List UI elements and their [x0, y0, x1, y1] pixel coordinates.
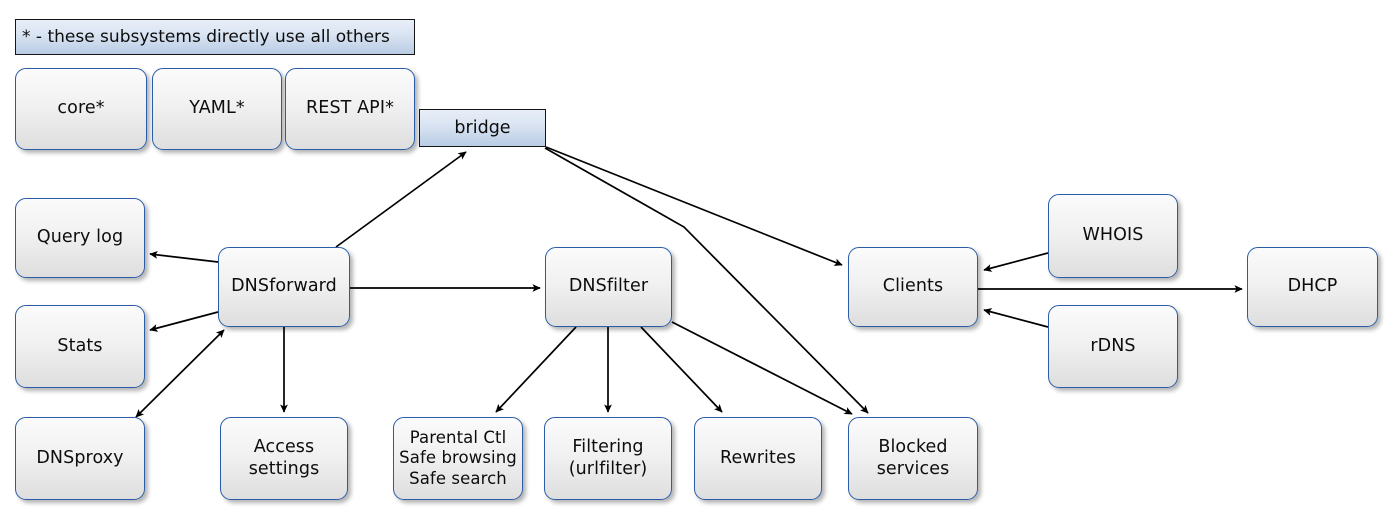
- node-bridge[interactable]: bridge: [419, 109, 546, 147]
- node-dnsforward-label: DNSforward: [231, 276, 337, 297]
- node-rest-api[interactable]: REST API*: [285, 68, 415, 150]
- node-rewrites[interactable]: Rewrites: [694, 417, 822, 500]
- legend-text: * - these subsystems directly use all ot…: [22, 27, 390, 47]
- node-dnsfilter[interactable]: DNSfilter: [545, 247, 672, 327]
- node-blocked-services[interactable]: Blocked services: [848, 417, 978, 500]
- node-core-label: core*: [57, 98, 105, 119]
- edge-dnsforward-to-querylog: [149, 251, 219, 263]
- node-filtering-label: Filtering (urlfilter): [568, 437, 648, 479]
- node-access-settings-label: Access settings: [248, 437, 320, 479]
- node-stats[interactable]: Stats: [15, 305, 145, 388]
- edge-dnsforward-to-dnsproxy: [135, 329, 225, 418]
- node-filtering[interactable]: Filtering (urlfilter): [544, 417, 672, 500]
- node-rest-api-label: REST API*: [306, 98, 394, 119]
- node-rdns-label: rDNS: [1090, 335, 1136, 356]
- node-core[interactable]: core*: [15, 68, 147, 150]
- edge-bridge-to-blocked: [544, 147, 869, 414]
- edge-dnsfilter-to-parental: [495, 326, 577, 413]
- node-rdns[interactable]: rDNS: [1048, 305, 1178, 388]
- node-dhcp[interactable]: DHCP: [1247, 247, 1378, 327]
- node-bridge-label: bridge: [454, 118, 511, 138]
- node-whois-label: WHOIS: [1082, 225, 1144, 246]
- node-query-log[interactable]: Query log: [15, 198, 145, 278]
- node-blocked-services-label: Blocked services: [876, 437, 950, 479]
- edge-bridge-to-clients: [545, 146, 843, 266]
- node-clients-label: Clients: [882, 276, 944, 297]
- edge-dnsfilter-to-blocked: [671, 321, 853, 415]
- node-yaml-label: YAML*: [189, 98, 245, 119]
- edge-dnsforward-to-stats: [149, 311, 219, 332]
- edge-dnsforward-to-bridge: [335, 151, 467, 248]
- edge-whois-to-clients: [983, 252, 1049, 272]
- node-dhcp-label: DHCP: [1287, 276, 1338, 297]
- node-rewrites-label: Rewrites: [719, 447, 797, 468]
- node-dnsproxy[interactable]: DNSproxy: [15, 417, 145, 500]
- node-clients[interactable]: Clients: [848, 247, 978, 327]
- legend-box: * - these subsystems directly use all ot…: [15, 19, 415, 55]
- node-access-settings[interactable]: Access settings: [220, 417, 348, 500]
- node-yaml[interactable]: YAML*: [152, 68, 282, 150]
- node-parental-control[interactable]: Parental Ctl Safe browsing Safe search: [393, 417, 523, 500]
- node-stats-label: Stats: [57, 335, 103, 356]
- node-parental-control-label: Parental Ctl Safe browsing Safe search: [399, 428, 517, 488]
- node-dnsforward[interactable]: DNSforward: [218, 247, 350, 327]
- node-dnsfilter-label: DNSfilter: [568, 276, 649, 297]
- node-query-log-label: Query log: [36, 227, 124, 248]
- edge-dnsfilter-to-rewrites: [640, 326, 723, 413]
- node-whois[interactable]: WHOIS: [1048, 194, 1178, 278]
- node-dnsproxy-label: DNSproxy: [36, 447, 124, 468]
- edge-rdns-to-clients: [983, 308, 1049, 328]
